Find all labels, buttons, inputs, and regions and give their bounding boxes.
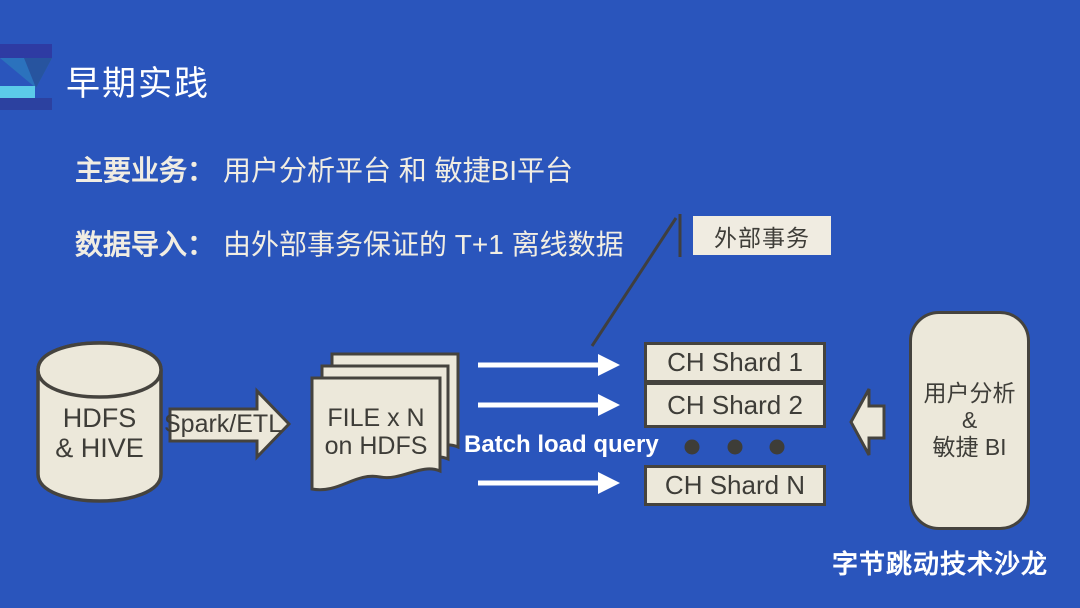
ch-shard-n-box: CH Shard N	[644, 465, 826, 506]
spark-etl-arrow-shape	[168, 387, 292, 461]
ch-shard-2-box: CH Shard 2	[644, 382, 826, 428]
consumer-query-arrow-shape	[849, 388, 886, 456]
ch-shard-1-box: CH Shard 1	[644, 342, 826, 383]
consumer-line3: 敏捷 BI	[932, 434, 1007, 460]
bullet-ingest-text: 由外部事务保证的 T+1 离线数据	[223, 229, 624, 260]
bullet-ingest-label: 数据导入：	[75, 229, 216, 260]
footer-brand-text: 字节跳动技术沙龙	[832, 549, 1049, 579]
bullet-data-ingest: 数据导入：由外部事务保证的 T+1 离线数据	[75, 223, 624, 263]
consumer-line1: 用户分析	[923, 380, 1016, 406]
batch-load-query-label: Batch load query	[464, 431, 659, 458]
callout-leader-line	[590, 214, 682, 347]
bullet-business-label: 主要业务：	[75, 155, 216, 186]
bullet-main-business: 主要业务：用户分析平台 和 敏捷BI平台	[75, 149, 573, 189]
hdfs-line1: HDFS	[62, 403, 137, 433]
shards-ellipsis-dots	[684, 439, 785, 455]
spark-etl-label: Spark/ETL	[164, 410, 283, 438]
file-stack-label: FILE x N on HDFS	[312, 404, 440, 460]
consumer-box: 用户分析 & 敏捷 BI	[909, 311, 1030, 530]
page-title: 早期实践	[66, 65, 210, 103]
files-line2: on HDFS	[324, 432, 428, 460]
batch-load-arrows	[478, 354, 620, 494]
hdfs-hive-label: HDFS & HIVE	[36, 403, 163, 463]
external-transaction-callout: 外部事务	[693, 216, 831, 255]
hdfs-cylinder-shape	[36, 341, 163, 503]
files-line1: FILE x N	[327, 404, 425, 432]
file-stack-shape	[310, 352, 460, 492]
brand-logo-icon	[0, 44, 52, 110]
hdfs-line2: & HIVE	[55, 433, 144, 463]
bullet-business-text: 用户分析平台 和 敏捷BI平台	[223, 155, 574, 186]
consumer-line2: &	[961, 407, 978, 433]
